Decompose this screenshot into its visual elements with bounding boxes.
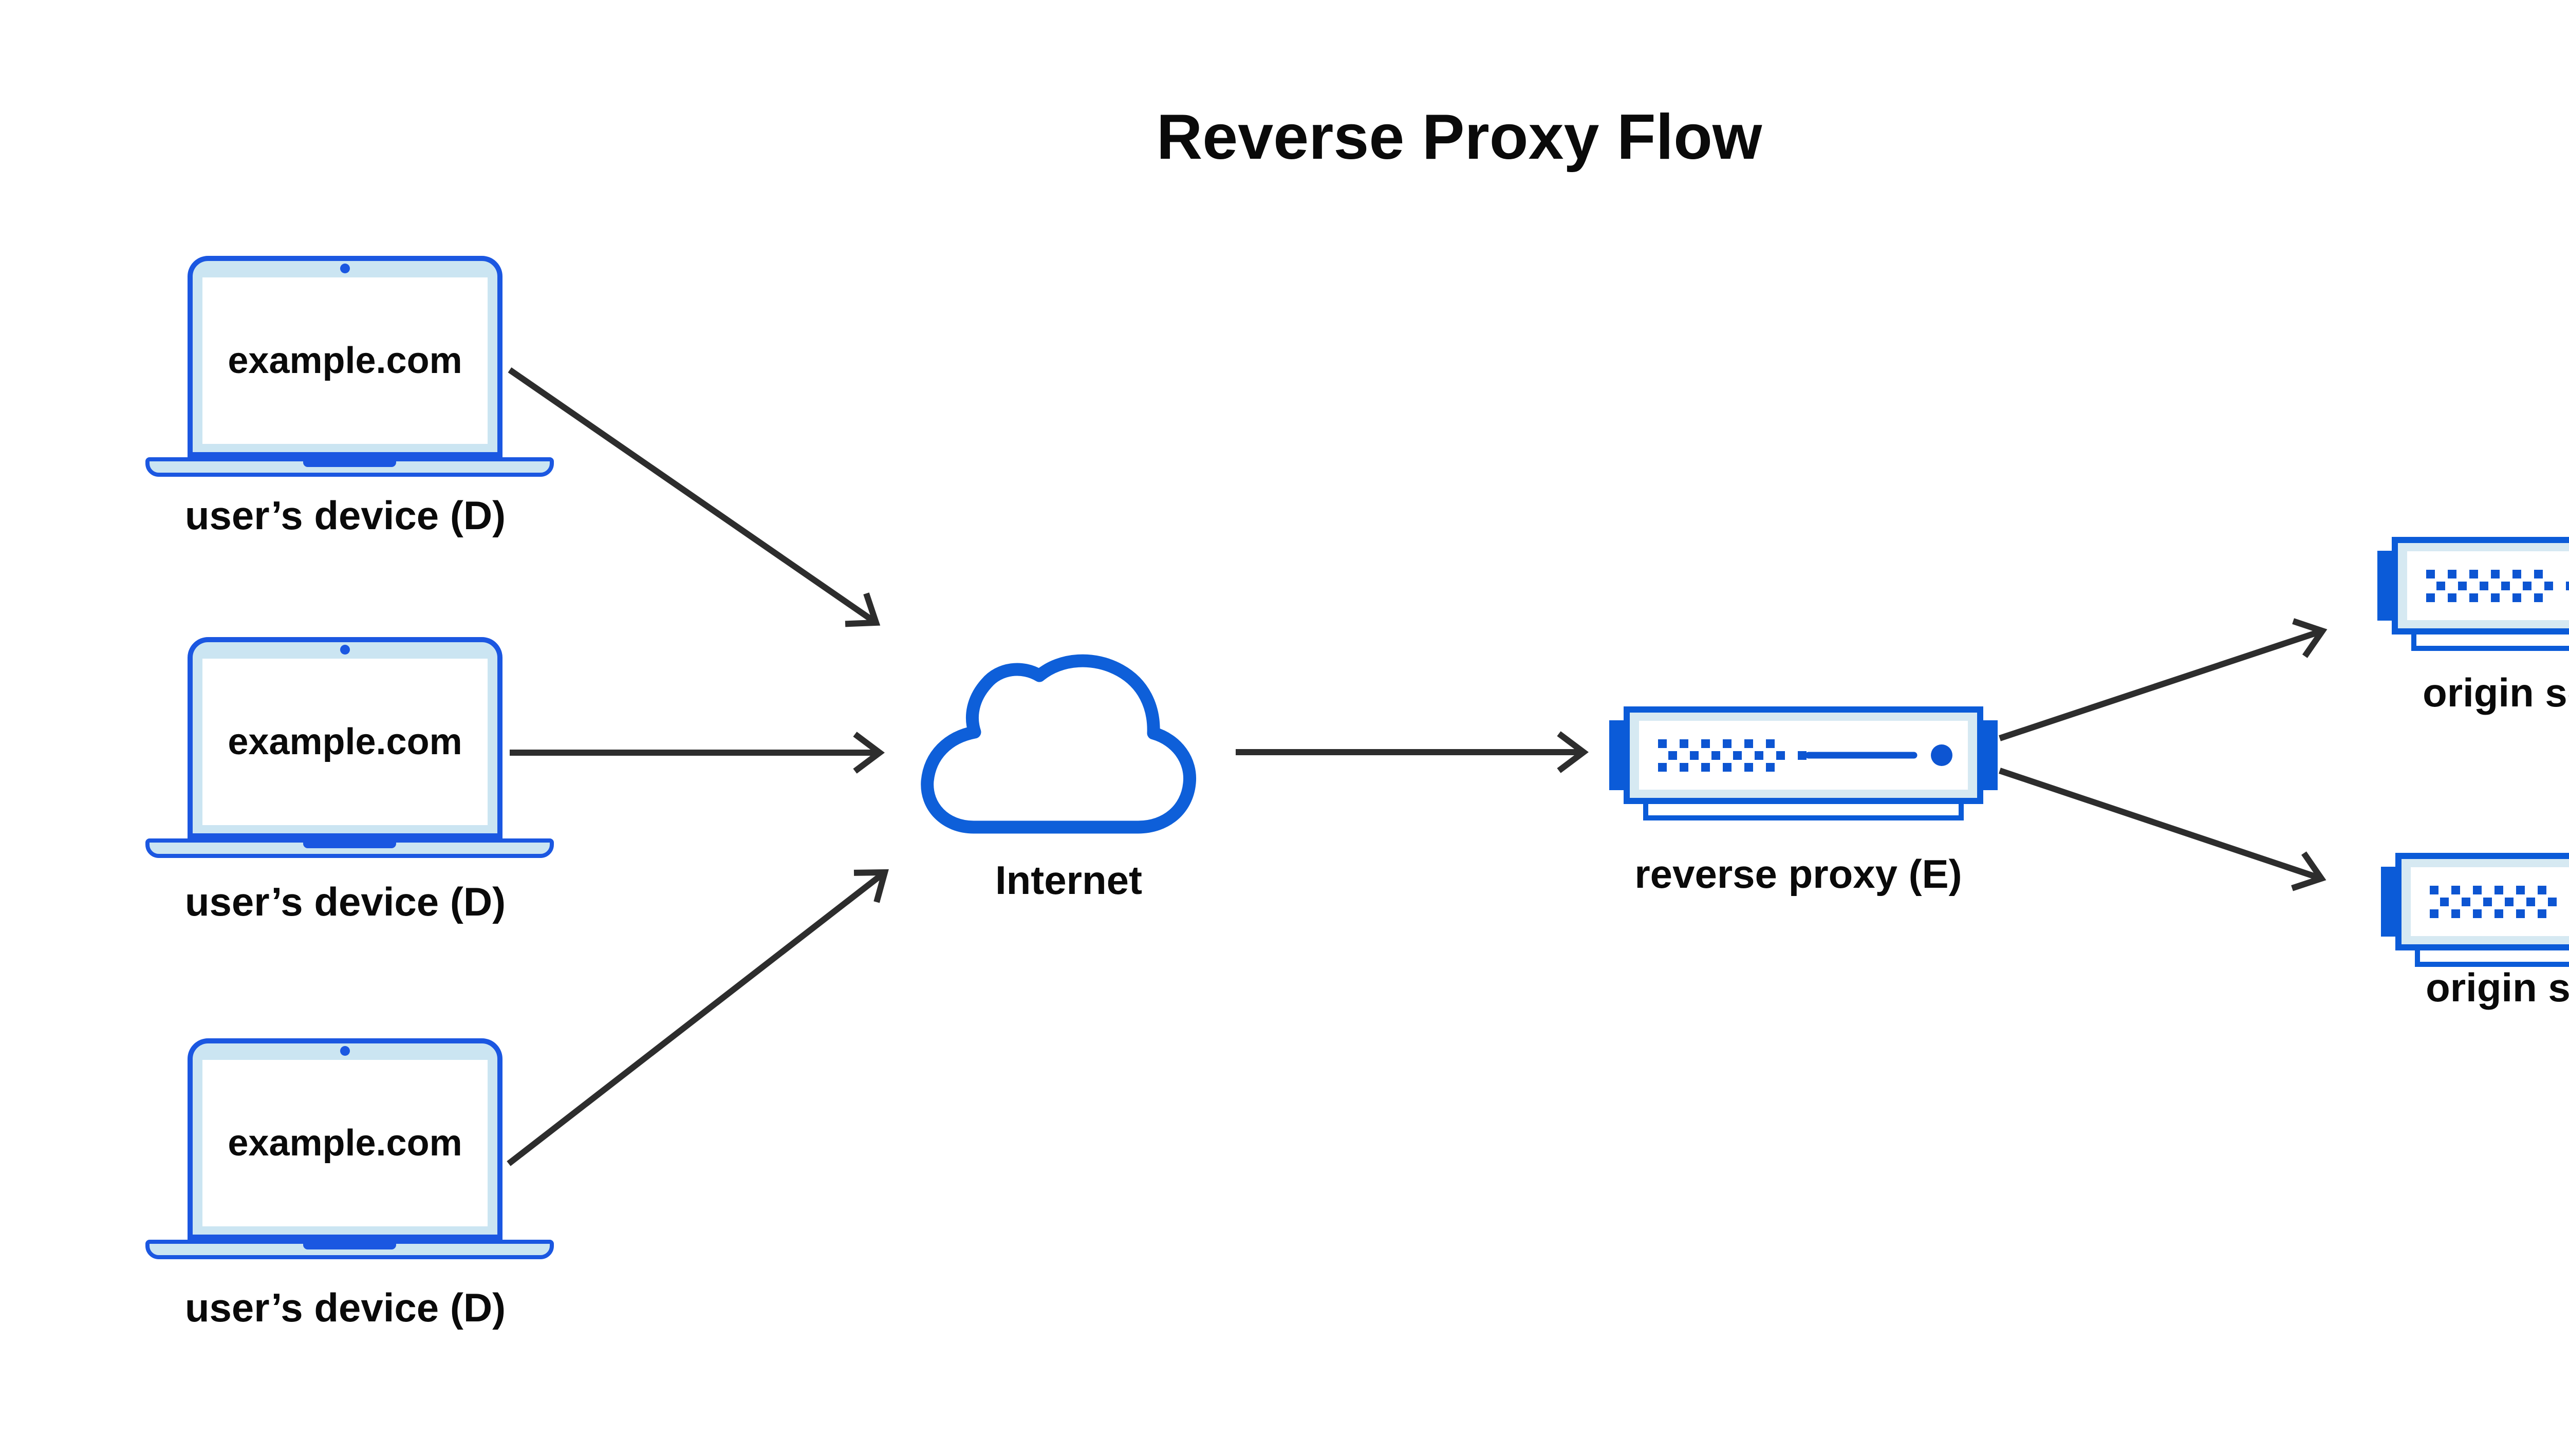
server-panel-graphics — [1658, 739, 1952, 772]
laptop-camera-dot — [340, 264, 350, 273]
laptop-camera-dot — [340, 645, 350, 655]
screen-url-text: example.com — [228, 1123, 462, 1164]
server-vent-dots — [2426, 570, 2569, 602]
server-led — [1931, 744, 1952, 766]
server-front-panel — [2407, 551, 2569, 620]
diagram-title: Reverse Proxy Flow — [1156, 102, 1762, 173]
laptop-screen: example.com — [202, 277, 488, 444]
origin-server-2 — [2381, 853, 2569, 971]
user-device-1: example.com — [145, 256, 554, 477]
screen-url-text: example.com — [228, 721, 462, 762]
reverse-proxy-server — [1609, 706, 1998, 825]
server-rack-ear-left — [2381, 867, 2396, 937]
laptop-base-notch — [303, 842, 396, 848]
screen-url-text: example.com — [228, 340, 462, 381]
user-device-3: example.com — [145, 1038, 554, 1259]
user-device-1-label: user’s device (D) — [184, 493, 506, 538]
server-vent-dots — [2430, 886, 2557, 918]
arrow-proxy-to-origin1 — [1999, 618, 2328, 741]
server-rack-ear-right — [1982, 720, 1998, 790]
server-vent-dots — [1658, 739, 1807, 772]
reverse-proxy-label: reverse proxy (E) — [1634, 851, 1962, 897]
server-front-panel — [2411, 867, 2569, 936]
server-rack-ear-left — [1609, 720, 1625, 790]
laptop-base-notch — [303, 460, 396, 467]
cloud-icon — [921, 654, 1197, 834]
server-front-panel — [1639, 721, 1968, 790]
internet-cloud — [912, 645, 1215, 840]
internet-label: Internet — [995, 857, 1143, 903]
user-device-3-label: user’s device (D) — [184, 1285, 506, 1330]
origin-server-2-label: origin server (F) — [2426, 965, 2569, 1010]
server-rack-ear-left — [2377, 551, 2393, 621]
origin-server-1-label: origin server (F) — [2423, 670, 2569, 715]
server-panel-graphics — [2426, 570, 2569, 602]
laptop-base-notch — [303, 1243, 396, 1249]
user-device-2-label: user’s device (D) — [184, 879, 506, 924]
user-device-2: example.com — [145, 637, 554, 858]
origin-server-1 — [2377, 537, 2569, 655]
laptop-screen: example.com — [202, 1060, 488, 1226]
laptop-camera-dot — [340, 1046, 350, 1056]
laptop-screen: example.com — [202, 659, 488, 825]
server-panel-graphics — [2430, 886, 2557, 918]
